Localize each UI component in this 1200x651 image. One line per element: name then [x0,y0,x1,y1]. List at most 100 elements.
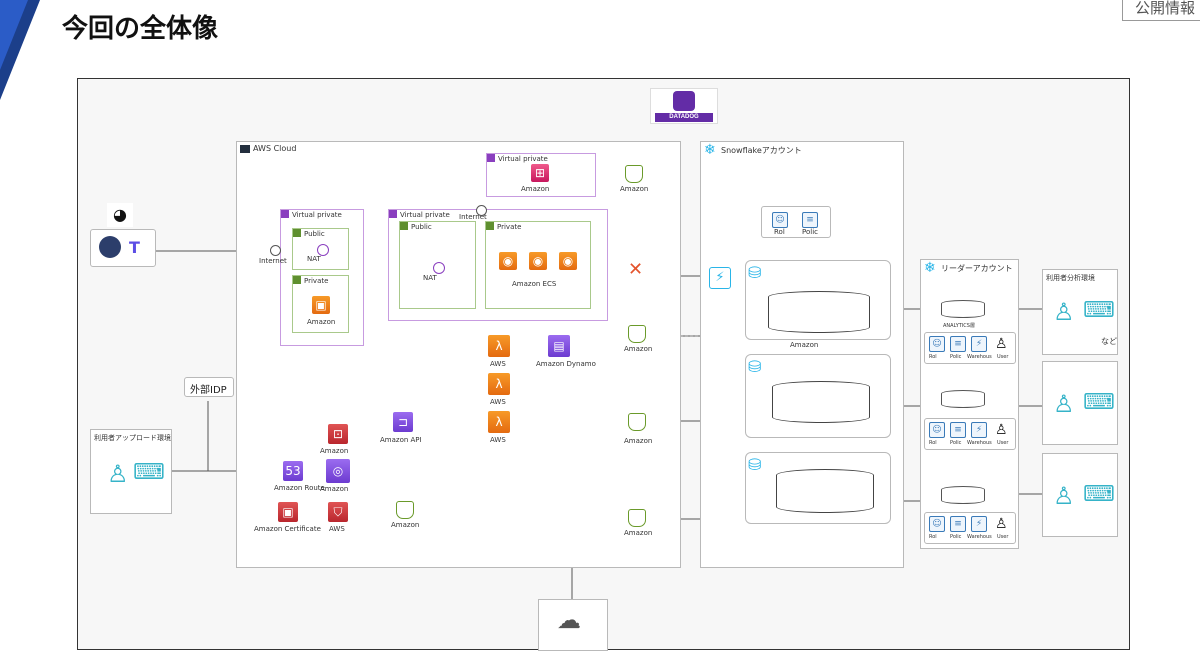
public-subnet-middle: Public NAT [399,221,476,309]
reader-role-label-1: Rol [929,354,937,360]
internet-gateway-middle-icon [476,205,487,216]
datadog-dog-icon [673,91,695,111]
reader-warehouse-icon-2: ⚡ [971,422,987,438]
internet-middle-label: Internet [459,213,487,221]
vpc-left-label: Virtual private [292,211,342,219]
role-label: Rol [774,228,785,236]
analysis-user-icon-2: ♙ [1053,390,1075,418]
public-subnet-middle-icon [400,222,408,230]
reader-warehouse-icon-1: ⚡ [971,336,987,352]
dynamodb-label: Amazon Dynamo [536,360,596,368]
vpc-middle-label: Virtual private [400,211,450,219]
policy-label: Polic [802,228,818,236]
reader-role-icon-2: ☺ [929,422,945,438]
reader-warehouse-label-1: Warehous [967,354,992,360]
analysis-env-box-2: ♙ ⌨ [1042,361,1118,445]
analysis-env-label: 利用者分析環境 [1046,274,1095,282]
uploader-env-label: 利用者アップロード環境 [94,434,171,442]
snowflake-account-label: Snowflakeアカウント [721,146,802,155]
ecs-task-icon-1: ◉ [499,252,517,270]
reader-db-2 [941,390,985,408]
ecs-task-icon-2: ◉ [529,252,547,270]
reader-account-label: リーダーアカウント [941,264,1013,273]
shield-label: AWS [329,525,345,533]
analysis-user-icon-3: ♙ [1053,482,1075,510]
reader-warehouse-label-2: Warehous [967,440,992,446]
database-icon-2: ⛁ [748,357,762,376]
s3-bucket-top-label: Amazon [620,185,649,193]
s3-bucket-icon-web [396,501,414,519]
snowflake-db-1-label: Amazon [790,341,819,349]
api-gateway-icon: ⊐ [393,412,413,432]
snowflake-logo-icon: ❄ [704,142,716,158]
reader-warehouse-label-3: Warehous [967,534,992,540]
argo-icon [99,236,121,258]
aws-cloud-icon [240,145,250,153]
cloudfront-label: Amazon [320,485,349,493]
database-cylinder-1 [768,291,870,333]
lambda-3-label: AWS [490,436,506,444]
snowflake-connector-icon: ✕ [628,259,644,280]
public-subnet-left-label: Public [304,230,325,238]
private-subnet-left-label: Private [304,277,329,285]
certificate-manager-icon: ▣ [278,502,298,522]
public-subnet-middle-label: Public [411,223,432,231]
analysis-laptop-icon-1: ⌨ [1083,298,1115,323]
terraform-icon: T [129,238,140,257]
reader-warehouse-icon-3: ⚡ [971,516,987,532]
s3-bucket-1-label: Amazon [624,345,653,353]
s3-bucket-icon-top [625,165,643,183]
reader-policy-icon-2: ≡ [950,422,966,438]
datadog-logo: DATADOG [650,88,718,124]
analysis-user-icon-1: ♙ [1053,298,1075,326]
reader-role-label-2: Rol [929,440,937,446]
reader-user-label-3: User [997,534,1009,540]
waf-label: Amazon [320,447,349,455]
reader-policy-label-2: Polic [950,440,962,446]
snowflake-db-box-3: ⛁ [745,452,891,524]
nat-left-label: NAT [307,255,321,263]
analysis-laptop-icon-2: ⌨ [1083,390,1115,415]
reader-user-icon-3: ♙ [995,515,1008,531]
datadog-label: DATADOG [655,113,713,122]
private-subnet-middle: Private ◉ ◉ ◉ Amazon ECS [485,221,591,309]
analysis-etc-label: など [1101,337,1117,346]
external-idp-label: 外部IDP [190,385,227,396]
waf-icon: ⊡ [328,424,348,444]
database-cylinder-3 [776,469,874,513]
lambda-icon-1: λ [488,335,510,357]
database-icon-3: ⛁ [748,455,762,474]
reader-policy-icon-1: ≡ [950,336,966,352]
nat-middle-label: NAT [423,274,437,282]
aws-cloud-group: AWS Cloud [236,141,681,568]
s3-bucket-3-label: Amazon [624,529,653,537]
dynamodb-icon: ▤ [548,335,570,357]
diagram-canvas: DATADOG AWS Cloud Virtual private Public… [77,78,1130,651]
vpc-left-icon [281,210,289,218]
reader-user-label-1: User [997,354,1009,360]
reader-role-icon-3: ☺ [929,516,945,532]
reader-objects-box-3: ☺ ≡ ⚡ ♙ Rol Polic Warehous User [924,512,1016,544]
private-subnet-left: Private ▣ Amazon [292,275,349,333]
step-functions-label: Amazon [521,185,550,193]
snowflake-governance-box: ☺ Rol ≡ Polic [761,206,831,238]
shield-icon: ⛉ [328,502,348,522]
reader-account-box: ❄ リーダーアカウント ANALYTICS層 ☺ ≡ ⚡ ♙ Rol Polic… [920,259,1019,549]
ec2-label: Amazon [307,318,336,326]
s3-bucket-web-label: Amazon [391,521,420,529]
snowpipe-icon: ⚡ [709,267,731,289]
lambda-icon-3: λ [488,411,510,433]
reader-db-3 [941,486,985,504]
lambda-icon-2: λ [488,373,510,395]
reader-policy-label-1: Polic [950,354,962,360]
reader-user-icon-1: ♙ [995,335,1008,351]
s3-bucket-icon-3 [628,509,646,527]
s3-bucket-2-label: Amazon [624,437,653,445]
uploader-env-box: 利用者アップロード環境 ♙ ⌨ [90,429,172,514]
database-icon-1: ⛁ [748,263,762,282]
reader-db-1 [941,300,985,318]
snowflake-account-box: ❄ Snowflakeアカウント ☺ Rol ≡ Polic ⚡ ⛁ Amazo… [700,141,904,568]
vpc-top-icon [487,154,495,162]
ecs-task-icon-3: ◉ [559,252,577,270]
reader-policy-label-3: Polic [950,534,962,540]
